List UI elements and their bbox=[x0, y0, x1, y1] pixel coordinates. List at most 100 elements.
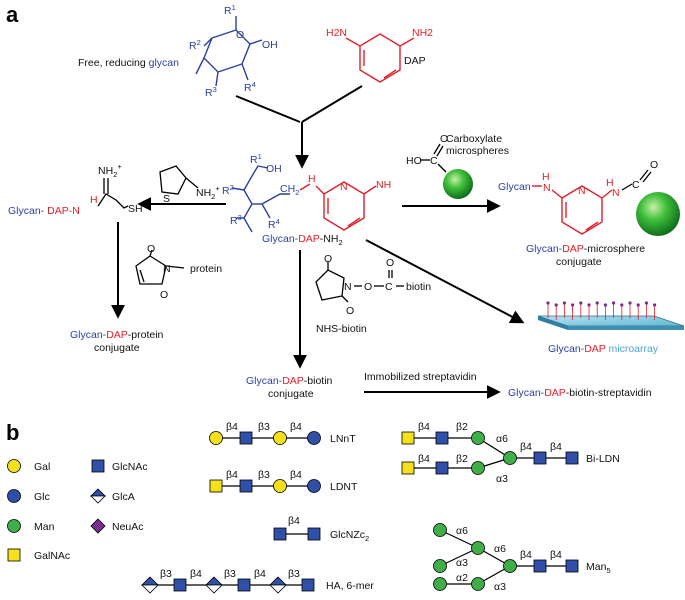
legend-gal: Gal bbox=[7, 459, 50, 473]
glycan-glcnzc2: β4 GlcNZc2 bbox=[273, 515, 369, 543]
svg-text:NeuAc: NeuAc bbox=[112, 521, 144, 533]
svg-text:O: O bbox=[324, 253, 332, 265]
svg-text:OH: OH bbox=[262, 39, 278, 51]
svg-text:N: N bbox=[578, 185, 586, 197]
glycan-lnnt: β4 β3 β4 LNnT bbox=[209, 421, 356, 445]
legend-galnac: GalNAc bbox=[7, 548, 70, 562]
microarray-probe-glycan bbox=[587, 303, 591, 307]
svg-text:β4: β4 bbox=[418, 453, 430, 465]
svg-text:α3: α3 bbox=[496, 473, 508, 485]
svg-text:β4: β4 bbox=[226, 421, 238, 433]
svg-text:GalNAc: GalNAc bbox=[34, 550, 70, 562]
microarray-probe-glycan bbox=[644, 301, 649, 305]
svg-text:α6: α6 bbox=[456, 525, 468, 537]
svg-text:N: N bbox=[344, 281, 352, 293]
microsphere-conjugate-label-line2: conjugate bbox=[556, 256, 602, 268]
legend-neuac: NeuAc bbox=[90, 518, 144, 534]
legend-glcnac: GlcNAc bbox=[91, 459, 148, 473]
legend-glc: Glc bbox=[7, 489, 50, 503]
svg-text:Glycan- DAP-N: Glycan- DAP-N bbox=[8, 205, 80, 217]
svg-text:R1: R1 bbox=[224, 3, 236, 17]
svg-text:H: H bbox=[90, 194, 98, 206]
svg-text:H: H bbox=[542, 171, 550, 183]
svg-text:C: C bbox=[430, 155, 438, 167]
microarray-probe-glycan bbox=[571, 303, 575, 307]
svg-text:C: C bbox=[632, 179, 640, 191]
svg-text:R2: R2 bbox=[222, 183, 234, 197]
svg-text:GlcA: GlcA bbox=[112, 491, 135, 503]
svg-text:α3: α3 bbox=[494, 581, 506, 593]
glycan-dap-nh2-label: Glycan-DAP-NH2 bbox=[262, 233, 343, 247]
svg-text:HO: HO bbox=[406, 155, 422, 167]
svg-text:β3: β3 bbox=[224, 568, 236, 580]
free-reducing-glycan-label: Free, reducing glycan bbox=[78, 57, 179, 69]
svg-text:N: N bbox=[163, 263, 171, 275]
streptavidin-product-label: Glycan-DAP-biotin-streptavidin bbox=[508, 387, 652, 399]
svg-text:β4: β4 bbox=[418, 421, 430, 433]
legend-man: Man bbox=[7, 519, 55, 533]
svg-text:β3: β3 bbox=[288, 568, 300, 580]
svg-text:NH2+: NH2+ bbox=[98, 162, 122, 179]
svg-text:OH: OH bbox=[266, 163, 282, 175]
svg-text:protein: protein bbox=[190, 263, 222, 275]
svg-text:β2: β2 bbox=[456, 421, 468, 433]
svg-text:O: O bbox=[346, 305, 354, 317]
svg-text:H: H bbox=[308, 173, 316, 185]
microsphere-conjugate-structure: Glycan H N N H N C O bbox=[498, 159, 680, 236]
svg-text:β4: β4 bbox=[290, 469, 302, 481]
svg-text:Bi-LDN: Bi-LDN bbox=[586, 453, 620, 465]
svg-text:DAP: DAP bbox=[404, 55, 426, 67]
microarray-probe-glycan bbox=[620, 303, 624, 307]
svg-text:CH2: CH2 bbox=[280, 183, 299, 197]
microsphere-conjugate-label: Glycan-DAP-microsphere bbox=[526, 243, 645, 255]
nhs-biotin-structure: O O N O C O biotin NHS-biotin bbox=[315, 253, 431, 335]
svg-text:NH2: NH2 bbox=[412, 27, 433, 39]
protein-conjugate-label-line2: conjugate bbox=[94, 342, 140, 354]
svg-text:Glc: Glc bbox=[34, 491, 50, 503]
legend-glca: GlcA bbox=[90, 488, 135, 504]
svg-text:β4: β4 bbox=[190, 568, 202, 580]
svg-text:NHS-biotin: NHS-biotin bbox=[316, 323, 367, 335]
microarray-probe-glycan bbox=[579, 301, 583, 305]
glycan-ha-6mer: β3 β4 β3 β4 β3 HA, 6-mer bbox=[141, 568, 374, 594]
protein-conjugate-label: Glycan-DAP-protein bbox=[70, 329, 164, 341]
svg-text:NH: NH bbox=[376, 179, 391, 191]
svg-text:R3: R3 bbox=[205, 85, 217, 99]
svg-text:α2: α2 bbox=[456, 572, 468, 584]
svg-text:O: O bbox=[147, 243, 155, 255]
microarray-slide bbox=[537, 301, 685, 330]
svg-text:N: N bbox=[340, 181, 348, 193]
svg-text:Carboxylate: Carboxylate bbox=[446, 133, 502, 145]
svg-text:β2: β2 bbox=[456, 453, 468, 465]
svg-text:R4: R4 bbox=[268, 217, 280, 231]
svg-text:H2N: H2N bbox=[326, 27, 347, 39]
reductive-amination-arrow bbox=[235, 85, 363, 169]
svg-text:β3: β3 bbox=[160, 568, 172, 580]
microarray-probe-glycan bbox=[628, 301, 632, 305]
svg-text:β4: β4 bbox=[290, 421, 302, 433]
svg-text:R4: R4 bbox=[244, 80, 256, 94]
ha-glca-2 bbox=[205, 576, 223, 594]
svg-text:O: O bbox=[160, 289, 168, 301]
maleimide-protein-structure: O O N protein bbox=[135, 243, 222, 301]
microarray-probe-glycan bbox=[554, 303, 558, 307]
svg-text:Glycan: Glycan bbox=[498, 181, 531, 193]
svg-text:Man: Man bbox=[34, 521, 55, 533]
glycan-ldnt: β4 β3 β4 LDNT bbox=[209, 469, 358, 493]
symbol-legend: Gal Glc Man GalNAc GlcNAc GlcA NeuAc bbox=[7, 459, 148, 562]
svg-text:GlcNAc: GlcNAc bbox=[112, 461, 148, 473]
svg-text:R2: R2 bbox=[189, 38, 201, 52]
svg-text:β4: β4 bbox=[226, 469, 238, 481]
svg-text:Man5: Man5 bbox=[586, 561, 611, 575]
microarray-probe-glycan bbox=[595, 301, 599, 305]
svg-text:β3: β3 bbox=[258, 421, 270, 433]
svg-text:C: C bbox=[385, 281, 393, 293]
svg-text:HA, 6-mer: HA, 6-mer bbox=[326, 580, 374, 592]
arrow-to-microarray bbox=[365, 239, 525, 324]
svg-text:β4: β4 bbox=[550, 441, 562, 453]
glycan-pyranose-structure: R1 O OH R2 R3 R4 bbox=[189, 3, 278, 99]
svg-text:R3: R3 bbox=[230, 213, 242, 227]
microarray-probe-glycan bbox=[612, 301, 616, 305]
immobilized-streptavidin-label: Immobilized streptavidin bbox=[364, 371, 477, 383]
svg-text:α6: α6 bbox=[494, 543, 506, 555]
